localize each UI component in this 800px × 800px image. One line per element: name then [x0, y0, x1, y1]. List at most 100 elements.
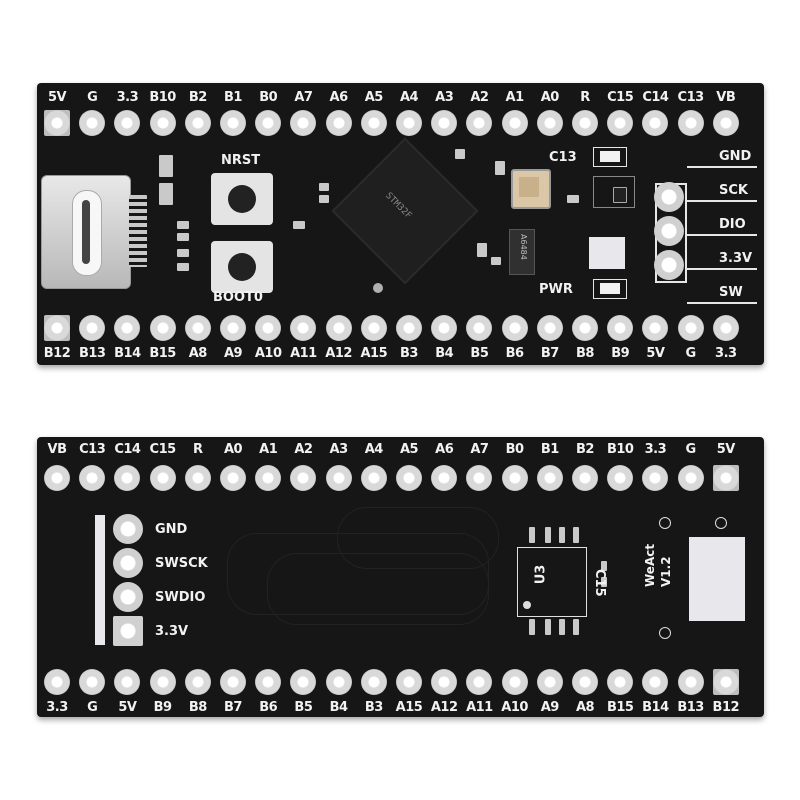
pin-pad[interactable]	[501, 110, 528, 136]
pin-pad[interactable]	[220, 110, 246, 136]
boot0-button[interactable]	[211, 241, 273, 293]
pin-pad[interactable]	[712, 669, 739, 695]
pin-pad[interactable]	[642, 315, 669, 341]
pin-pad[interactable]	[572, 669, 598, 695]
pin-pad[interactable]	[184, 110, 211, 136]
pin-pad[interactable]	[79, 110, 106, 136]
smd-component	[613, 187, 627, 203]
pin-pad[interactable]	[44, 669, 70, 695]
pin-pad[interactable]	[325, 110, 352, 136]
back-swd-pad-gnd[interactable]	[113, 514, 143, 544]
pin-pad[interactable]	[396, 669, 422, 695]
swd-pad-sck[interactable]	[654, 216, 684, 246]
pin-pad[interactable]	[220, 315, 246, 341]
pin-pad[interactable]	[255, 315, 282, 341]
pin-pad[interactable]	[79, 315, 106, 341]
pin-pad[interactable]	[396, 465, 422, 491]
pin-pad[interactable]	[536, 110, 563, 136]
pin-pad[interactable]	[325, 669, 352, 695]
pin-pad[interactable]	[184, 669, 211, 695]
pin-pad[interactable]	[466, 669, 493, 695]
back-swd-pad-swdio[interactable]	[113, 582, 143, 612]
pin-pad[interactable]	[360, 669, 387, 695]
pin-pad[interactable]	[79, 669, 106, 695]
pin-pad[interactable]	[607, 465, 634, 491]
pin-pad[interactable]	[431, 110, 458, 136]
pin-pad[interactable]	[290, 669, 317, 695]
pin-pad[interactable]	[536, 315, 563, 341]
pin-pad[interactable]	[572, 465, 598, 491]
pin-pad[interactable]	[149, 465, 176, 491]
pin-pad[interactable]	[536, 465, 563, 491]
pin-pad[interactable]	[396, 110, 422, 136]
back-swd-pad-swsck[interactable]	[113, 548, 143, 578]
pin-pad[interactable]	[642, 465, 669, 491]
pin-pad[interactable]	[466, 315, 493, 341]
pin-pad[interactable]	[290, 315, 317, 341]
pin-label: 5V	[646, 346, 665, 361]
pin-pad[interactable]	[501, 669, 528, 695]
pin-pad[interactable]	[44, 465, 70, 491]
pin-pad[interactable]	[360, 465, 387, 491]
pin-pad[interactable]	[79, 465, 106, 491]
pin-pad[interactable]	[431, 315, 458, 341]
smd-component	[159, 155, 173, 177]
pin-pad[interactable]	[536, 669, 563, 695]
pin-pad[interactable]	[607, 110, 634, 136]
pin-pad[interactable]	[290, 110, 317, 136]
pin-label: 3.3	[116, 90, 139, 105]
pin-label: A11	[466, 700, 493, 715]
pin-pad[interactable]	[572, 110, 598, 136]
pin-pad[interactable]	[677, 110, 704, 136]
pin-pad[interactable]	[114, 669, 141, 695]
pin-pad[interactable]	[149, 110, 176, 136]
pin-pad[interactable]	[501, 465, 528, 491]
swd-pin-label: SCK	[719, 183, 748, 198]
pin-pad[interactable]	[360, 315, 387, 341]
pin-pad[interactable]	[677, 465, 704, 491]
pin-pad[interactable]	[114, 110, 141, 136]
pin-pad[interactable]	[325, 315, 352, 341]
pin-pad[interactable]	[607, 315, 634, 341]
pin-pad[interactable]	[114, 465, 141, 491]
pin-pad[interactable]	[220, 465, 246, 491]
pin-pad[interactable]	[677, 315, 704, 341]
pin-pad[interactable]	[149, 315, 176, 341]
pin-pad[interactable]	[466, 110, 493, 136]
pin-pad[interactable]	[325, 465, 352, 491]
swd-pad-dio[interactable]	[654, 250, 684, 280]
back-swd-pad-3v3[interactable]	[113, 616, 143, 646]
pin-pad[interactable]	[44, 315, 70, 341]
pin-pad[interactable]	[501, 315, 528, 341]
pin-pad[interactable]	[642, 669, 669, 695]
pin-pad[interactable]	[712, 465, 739, 491]
pin-pad[interactable]	[712, 110, 739, 136]
pin-pad[interactable]	[712, 315, 739, 341]
pin-pad[interactable]	[255, 669, 282, 695]
pin-pad[interactable]	[184, 465, 211, 491]
pin-pad[interactable]	[431, 669, 458, 695]
pin-pad[interactable]	[255, 465, 282, 491]
pin-pad[interactable]	[255, 110, 282, 136]
pin-pad[interactable]	[44, 110, 70, 136]
pin-label: A12	[430, 700, 458, 715]
pin-pad[interactable]	[149, 669, 176, 695]
swd-pad-gnd[interactable]	[654, 182, 684, 212]
pin-label: B1	[540, 442, 559, 457]
pin-pad[interactable]	[114, 315, 141, 341]
pin-pad[interactable]	[360, 110, 387, 136]
pin-pad[interactable]	[572, 315, 598, 341]
pin-pad[interactable]	[466, 465, 493, 491]
pin-pad[interactable]	[431, 465, 458, 491]
pin-pad[interactable]	[607, 669, 634, 695]
pin-pad[interactable]	[220, 669, 246, 695]
pin-pad[interactable]	[396, 315, 422, 341]
nrst-button[interactable]	[211, 173, 273, 225]
pin-pad[interactable]	[642, 110, 669, 136]
pin-pad[interactable]	[290, 465, 317, 491]
nrst-label: NRST	[221, 153, 261, 168]
pin-label: C13	[677, 90, 705, 105]
pin-label: B9	[153, 700, 172, 715]
pin-pad[interactable]	[677, 669, 704, 695]
pin-pad[interactable]	[184, 315, 211, 341]
